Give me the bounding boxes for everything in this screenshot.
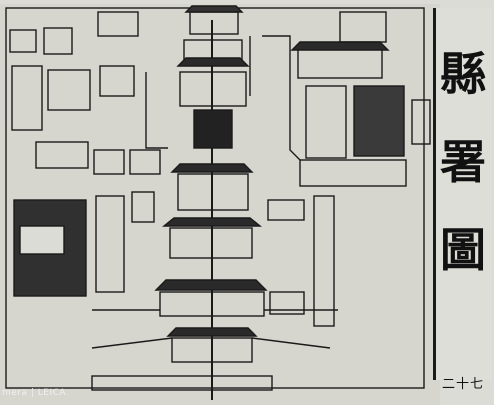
east-lower-hall: [299, 159, 407, 187]
left-building-6: [99, 65, 135, 97]
left-building-4: [47, 69, 91, 111]
left-building-2: [43, 27, 73, 55]
courtyard-block: [193, 109, 233, 149]
main-gate-roof: [166, 327, 258, 337]
left-hall-tablet: [19, 225, 65, 255]
east-hall: [297, 47, 383, 79]
left-building-1: [9, 29, 37, 53]
camera-watermark: mera | LEICA: [2, 388, 67, 398]
left-building-5: [97, 11, 139, 37]
plan-title: 縣署圖: [440, 47, 486, 277]
lower-hall: [169, 227, 253, 259]
east-pavilion: [339, 11, 387, 43]
title-column: [433, 8, 492, 380]
left-building-8: [93, 149, 125, 175]
rear-hall: [189, 11, 239, 35]
second-hall-roof: [176, 57, 250, 67]
east-corridor: [313, 195, 335, 327]
left-building-3: [11, 65, 43, 131]
gate-wings: [91, 337, 331, 349]
grand-hall-roof: [170, 163, 254, 173]
east-hall-roof: [290, 41, 390, 51]
inner-lanes: [145, 35, 301, 161]
east-tablet: [411, 99, 431, 145]
ceremonial-gate-roof: [154, 279, 268, 291]
left-building-7: [35, 141, 89, 169]
main-hall: [179, 71, 247, 107]
ceremonial-gate: [159, 291, 265, 317]
screen-wall: [91, 375, 273, 391]
west-corridor: [95, 195, 125, 293]
left-building-9: [129, 149, 161, 175]
east-annex: [267, 199, 305, 221]
grand-hall: [177, 173, 249, 211]
east-courtyard: [305, 85, 347, 159]
main-gate: [171, 337, 253, 363]
page-number: 二十七: [442, 377, 485, 392]
rear-hall-roof: [184, 5, 244, 13]
lower-hall-roof: [162, 217, 262, 227]
west-annex: [131, 191, 155, 223]
rock-garden: [353, 85, 405, 157]
east-gate-house: [269, 291, 305, 315]
